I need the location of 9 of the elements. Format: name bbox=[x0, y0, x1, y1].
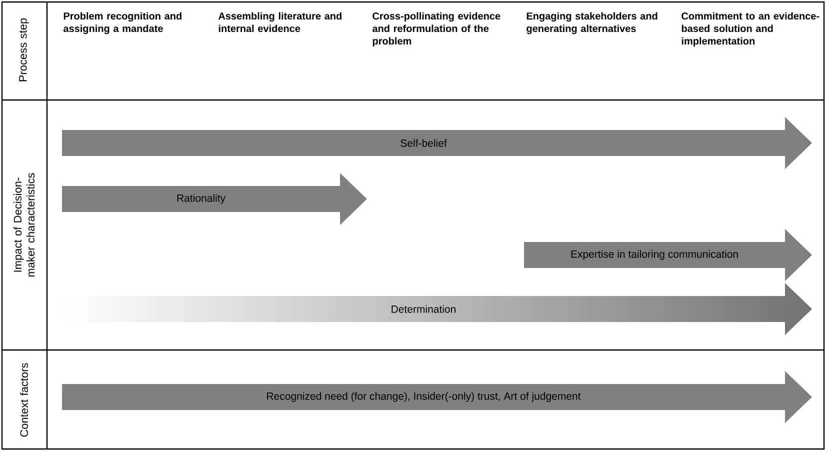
row-header: Context factors bbox=[20, 363, 28, 437]
column-header: Problem recognition and assigning a mandate bbox=[64, 12, 182, 34]
column-header: Assembling literature and internal evidence bbox=[218, 12, 342, 32]
row-header: Impact of Decision-maker characteristics bbox=[13, 173, 35, 277]
column-header: Cross-pollinating evidence and reformulation of the problem bbox=[372, 12, 500, 47]
column-header: Commitment to an evidence-based solution and implementation bbox=[682, 12, 820, 47]
column-header: Engaging stakeholders and generating alternatives bbox=[526, 12, 658, 34]
row-header: Process step bbox=[19, 18, 29, 82]
arrow: Determination bbox=[392, 305, 456, 313]
